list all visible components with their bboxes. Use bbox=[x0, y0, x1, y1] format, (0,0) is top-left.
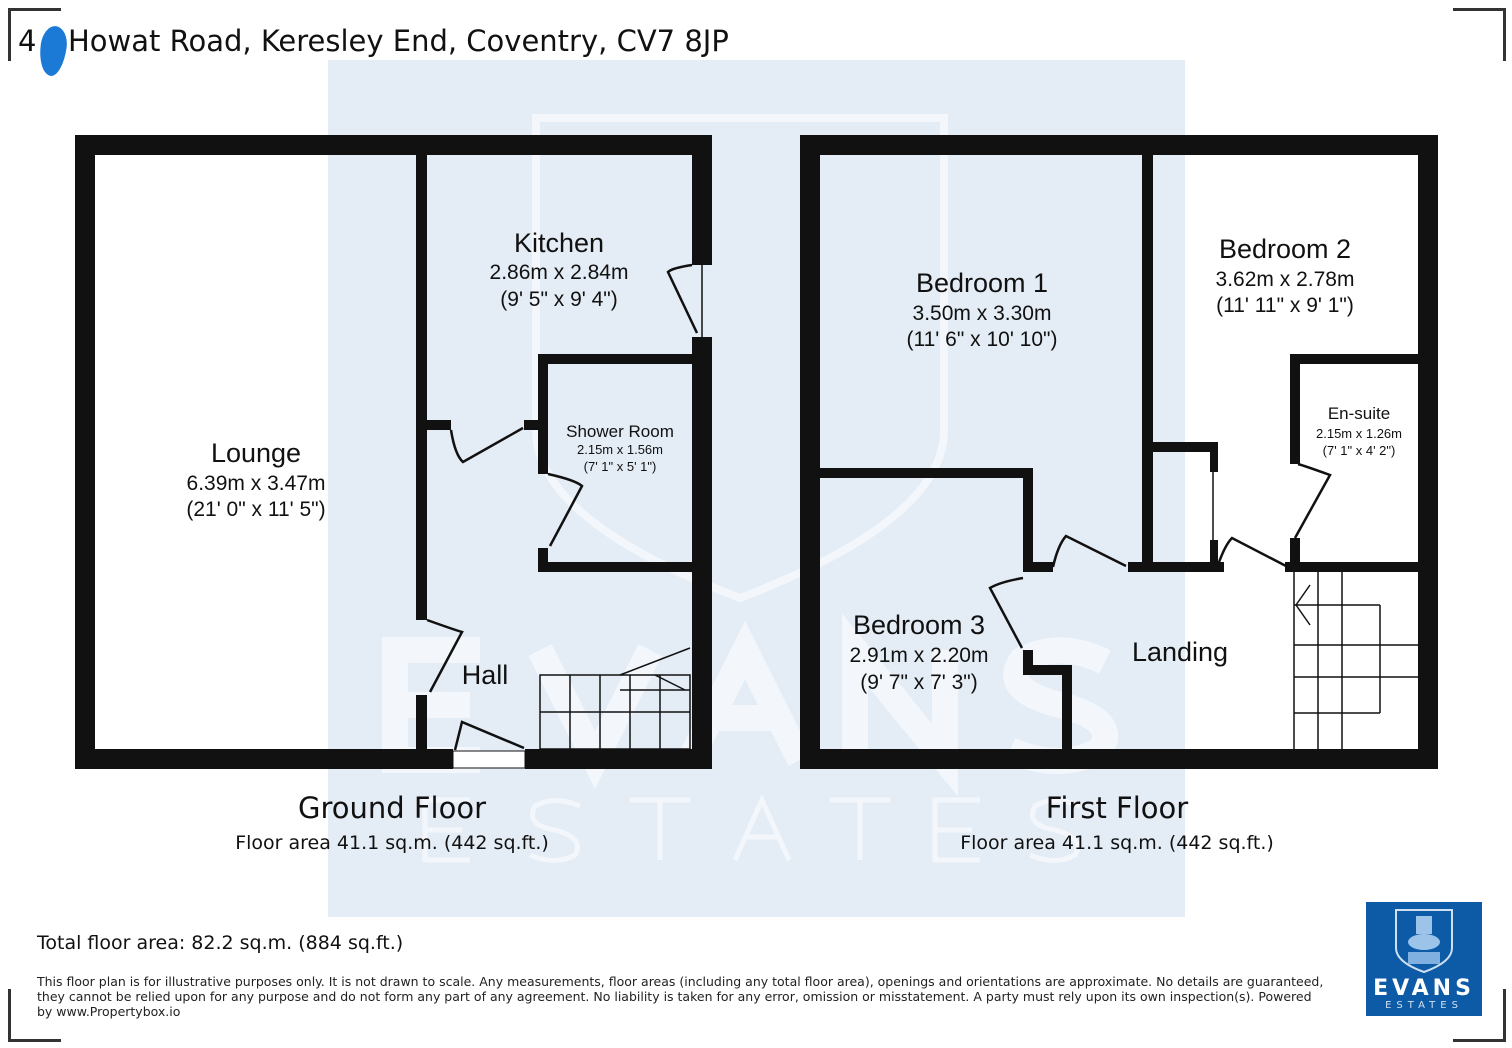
first-floor-area: Floor area 41.1 sq.m. (442 sq.ft.) bbox=[960, 832, 1274, 854]
room-name: Shower Room bbox=[566, 422, 674, 441]
ground-floor-label: Ground Floor bbox=[298, 791, 486, 825]
room-name: Kitchen bbox=[514, 228, 604, 258]
crop-mark-bottom-left bbox=[8, 989, 61, 1042]
ground-floor-doors bbox=[426, 263, 703, 769]
room-dimensions-imperial: (21' 0" x 11' 5") bbox=[186, 498, 325, 521]
watermark-sublettering bbox=[422, 793, 1082, 863]
crop-mark-top-right bbox=[1453, 8, 1506, 61]
watermark bbox=[328, 60, 1185, 917]
room-dimensions-metric: 2.91m x 2.20m bbox=[850, 644, 989, 667]
room-dimensions-metric: 3.50m x 3.30m bbox=[913, 302, 1052, 325]
room-bedroom-2: Bedroom 2 3.62m x 2.78m (11' 11" x 9' 1"… bbox=[1216, 234, 1355, 317]
crop-mark-bottom-right bbox=[1453, 989, 1506, 1042]
room-en-suite: En-suite 2.15m x 1.26m (7' 1" x 4' 2") bbox=[1316, 404, 1402, 458]
first-floor-label: First Floor bbox=[1046, 791, 1188, 825]
room-hall: Hall bbox=[462, 660, 509, 690]
room-name: En-suite bbox=[1328, 404, 1390, 423]
room-kitchen: Kitchen 2.86m x 2.84m (9' 5" x 9' 4") bbox=[490, 228, 629, 311]
ground-floor-walls bbox=[75, 135, 712, 769]
crop-mark-top-left bbox=[8, 8, 61, 61]
room-name: Lounge bbox=[211, 438, 301, 468]
room-dimensions-imperial: (11' 6" x 10' 10") bbox=[907, 328, 1058, 351]
first-floor-stairs bbox=[1293, 572, 1418, 749]
total-floor-area: Total floor area: 82.2 sq.m. (884 sq.ft.… bbox=[37, 932, 404, 954]
room-dimensions-imperial: (9' 5" x 9' 4") bbox=[500, 288, 617, 311]
room-name: Bedroom 2 bbox=[1219, 234, 1351, 264]
room-name: Bedroom 1 bbox=[916, 268, 1048, 298]
room-name: Bedroom 3 bbox=[853, 610, 985, 640]
room-bedroom-1: Bedroom 1 3.50m x 3.30m (11' 6" x 10' 10… bbox=[907, 268, 1058, 351]
address-number: 4 bbox=[18, 24, 37, 58]
room-bedroom-3: Bedroom 3 2.91m x 2.20m (9' 7" x 7' 3") bbox=[850, 610, 989, 694]
shield-elephant-icon bbox=[1395, 909, 1453, 974]
room-dimensions-metric: 2.15m x 1.56m bbox=[577, 442, 663, 457]
room-landing: Landing bbox=[1132, 637, 1228, 667]
room-dimensions-metric: 2.86m x 2.84m bbox=[490, 261, 629, 284]
room-dimensions-imperial: (7' 1" x 5' 1") bbox=[584, 459, 657, 474]
property-address: Howat Road, Keresley End, Coventry, CV7 … bbox=[68, 24, 729, 58]
room-dimensions-imperial: (7' 1" x 4' 2") bbox=[1323, 443, 1396, 458]
room-lounge: Lounge 6.39m x 3.47m (21' 0" x 11' 5") bbox=[186, 438, 325, 521]
room-dimensions-imperial: (9' 7" x 7' 3") bbox=[860, 671, 977, 694]
room-dimensions-imperial: (11' 11" x 9' 1") bbox=[1216, 294, 1354, 317]
logo-text: EVANS bbox=[1373, 976, 1475, 1001]
ground-floor-stairs bbox=[539, 647, 691, 750]
first-floor-walls bbox=[800, 135, 1438, 769]
agency-logo: EVANS ESTATES bbox=[1366, 902, 1482, 1016]
ground-floor-area: Floor area 41.1 sq.m. (442 sq.ft.) bbox=[235, 832, 549, 854]
room-dimensions-metric: 6.39m x 3.47m bbox=[187, 472, 326, 495]
room-dimensions-metric: 3.62m x 2.78m bbox=[1216, 268, 1355, 291]
logo-subtext: ESTATES bbox=[1385, 1000, 1463, 1011]
disclaimer: This floor plan is for illustrative purp… bbox=[37, 974, 1324, 1019]
first-floor-doors bbox=[988, 462, 1332, 649]
room-shower-room: Shower Room 2.15m x 1.56m (7' 1" x 5' 1"… bbox=[566, 422, 674, 474]
room-dimensions-metric: 2.15m x 1.26m bbox=[1316, 426, 1402, 441]
